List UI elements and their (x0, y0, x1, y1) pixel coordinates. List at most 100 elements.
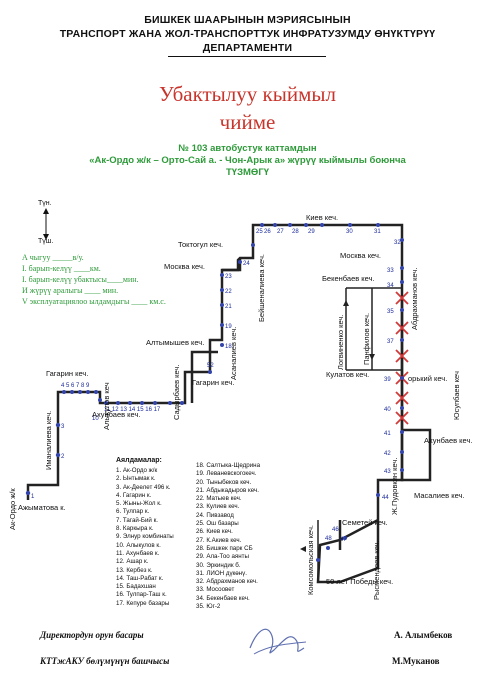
street-abdrakhmanova: Абдрахманов кеч. (410, 267, 419, 330)
svg-text:42: 42 (384, 451, 391, 457)
legend-line1: А чыгуу _____в/у. (22, 253, 84, 262)
svg-text:23: 23 (225, 274, 232, 280)
closure-cross-icon (395, 391, 409, 405)
list-item: 22. Матыев кеч. (196, 495, 242, 503)
list-item: 34. Бекенбаев кеч. (196, 594, 250, 602)
list-item: 30. Эркиндик б. (196, 561, 241, 569)
list-item: 17. Кепуре базары (116, 599, 170, 607)
list-item: 23. Кулиев кеч. (196, 503, 240, 511)
street-gagarin-top: Гагарин кеч. (46, 369, 89, 378)
svg-text:27: 27 (277, 229, 284, 235)
list-item: 4. Гагарин к. (116, 491, 152, 499)
signature-title-2: КТТжАКУ бөлүмүнүн башчысы (40, 656, 170, 666)
svg-text:25: 25 (256, 229, 263, 235)
signature-name-1: А. Алымбеков (394, 630, 453, 640)
street-imanalieva: Иманалиева кеч. (44, 410, 53, 470)
list-item: 10. Алыкулов к. (116, 541, 161, 549)
svg-text:37: 37 (387, 339, 394, 345)
street-masalieva: Масалиев кеч. (414, 491, 465, 500)
subtitle-line2: «Ак-Ордо ж/к – Орто-Сай а. - Чон-Арык а»… (89, 155, 406, 166)
list-item: 27. К.Акиев кеч. (196, 536, 242, 544)
list-item: 15. Бадахшан (116, 583, 156, 591)
street-pobedy: 50 лет Победы кеч. (326, 577, 394, 586)
title-line2: чийме (219, 110, 276, 134)
header-underline (168, 56, 326, 57)
list-item: 32. Абдрахманов кеч. (196, 578, 258, 586)
svg-text:2: 2 (61, 454, 65, 460)
list-item: 7. Тагай-Бий к. (116, 516, 159, 524)
street-akhunbaeva-left: Ахунбаев кеч. (92, 410, 141, 419)
handwritten-signature-icon (249, 628, 307, 655)
street-kulatova: Кулатов кеч. (326, 370, 370, 379)
legend-line2: I. барып-келүү ____км. (22, 264, 101, 273)
list-item: 21. Абдыкадыров кеч. (196, 486, 259, 494)
street-semetei: Семетей кеч. (342, 518, 388, 527)
arrow-left-icon (300, 546, 306, 552)
stops-title: Аялдамалар: (116, 457, 162, 464)
street-ajymatova: Ажыматова к. (18, 503, 66, 512)
street-beishenalieva: Бейшеналиева кеч. (257, 254, 266, 322)
arrow-down-icon (369, 354, 375, 360)
street-gorky: орький кеч. (408, 374, 448, 383)
svg-text:3: 3 (61, 424, 65, 430)
legend-line5: V эксплуатациялоо ылдамдыгы ____ км.с. (22, 297, 166, 306)
svg-text:22: 22 (225, 289, 232, 295)
list-item: 12. Ашар к. (116, 558, 149, 566)
street-rysmendeeva: Рысмендеев кеч. (372, 540, 381, 600)
list-item: 19. Леваневскогокеч. (196, 470, 257, 478)
street-logvinenko: Логвиненко кеч. (336, 314, 345, 370)
compass-north: Түн. (38, 200, 52, 207)
list-item: 16. Тулпар-Таш к. (116, 591, 167, 599)
svg-text:52: 52 (207, 363, 214, 369)
street-gagarin-mid: Гагарин кеч. (192, 378, 235, 387)
legend-line4: И жүрүү аралыгы ____ мин. (22, 286, 119, 295)
svg-text:29: 29 (308, 229, 315, 235)
department-line2: ТРАНСПОРТ ЖАНА ЖОЛ-ТРАНСПОРТТУК ИНФРАТУЗ… (59, 28, 436, 40)
closure-cross-icon (395, 291, 409, 305)
svg-text:35: 35 (387, 309, 394, 315)
svg-text:43: 43 (384, 469, 391, 475)
list-item: 8. Каркыра к. (116, 525, 154, 533)
closure-cross-icon (395, 349, 409, 363)
svg-text:18: 18 (225, 344, 232, 350)
street-moskva-left: Москва кеч. (164, 262, 205, 271)
department-line1: БИШКЕК ШААРЫНЫН МЭРИЯСЫНЫН (144, 14, 351, 26)
compass-south: Түш. (38, 238, 54, 245)
list-item: 9. Элнур комбинаты (116, 533, 174, 541)
street-moskva-right: Москва кеч. (340, 251, 381, 260)
svg-text:39: 39 (384, 377, 391, 383)
svg-text:1: 1 (31, 494, 35, 500)
street-asanalieva: Асаналиев кеч. (229, 326, 238, 380)
list-item: 2. Ынтымак к. (116, 475, 156, 483)
svg-text:33: 33 (387, 268, 394, 274)
svg-text:46: 46 (332, 527, 339, 533)
svg-text:26: 26 (264, 229, 271, 235)
svg-text:47: 47 (340, 537, 347, 543)
svg-text:28: 28 (292, 229, 299, 235)
street-altymysheva: Алтымышев кеч. (146, 338, 205, 347)
list-item: 13. Кербез к. (116, 566, 153, 574)
signature-name-2: М.Муканов (392, 656, 440, 666)
list-item: 26. Киев кеч. (196, 528, 233, 536)
svg-text:30: 30 (346, 229, 353, 235)
route-line-right-loop (400, 300, 432, 482)
list-item: 1. Ак-Ордо ж/к (116, 467, 158, 474)
stops-list-right: 18. Салтыка-Щедрина 19. Леваневскогокеч.… (196, 462, 260, 611)
title-line1: Убактылуу кыймыл (159, 82, 336, 106)
svg-text:19: 19 (225, 324, 232, 330)
list-item: 20. Тыныбеков кеч. (196, 478, 252, 486)
arrow-up-icon (343, 300, 349, 306)
street-panfilova: Панфилов кеч. (362, 312, 371, 365)
subtitle-line3: ТҮЗМӨГҮ (225, 167, 269, 178)
list-item: 18. Салтыка-Щедрина (196, 462, 261, 469)
list-item: 35. Юг-2 (196, 603, 221, 611)
list-item: 3. Ак-Деелет 496 к. (116, 483, 171, 491)
legend-line3: I. барып-келүү убактысы____мин. (22, 275, 139, 284)
svg-text:31: 31 (374, 229, 381, 235)
street-alykulova: Алыкулов кеч (102, 382, 111, 430)
street-toktogul: Токтогул кеч. (178, 240, 224, 249)
svg-text:10: 10 (92, 416, 99, 422)
street-bekenbaeva: Бекенбаев кеч. (322, 274, 375, 283)
subtitle-line1: № 103 автобустук каттамдын (178, 143, 317, 154)
